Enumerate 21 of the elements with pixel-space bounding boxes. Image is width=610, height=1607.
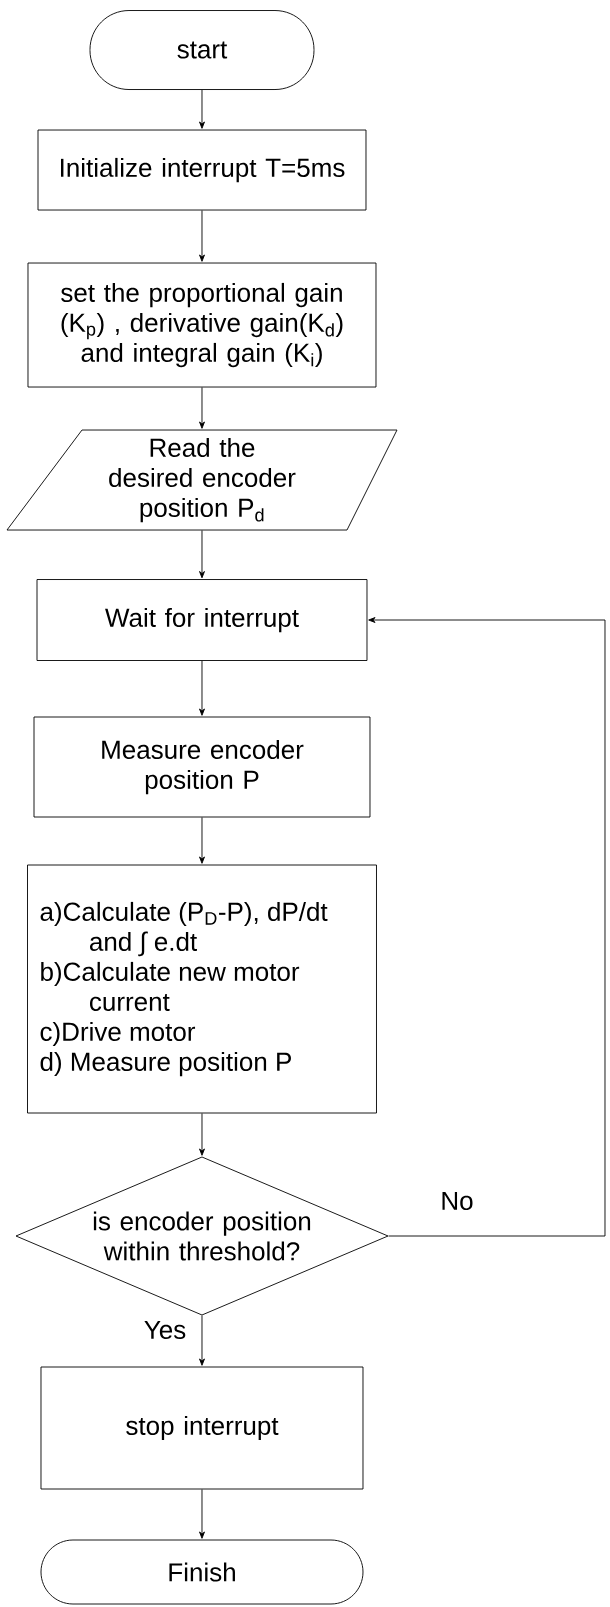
arrow	[199, 210, 205, 262]
process-box: a)Calculate (P$_{D}$-P), dP/dt and ∫ e.dt b)Calculate new motor current c)Drive motor d) Measure position P	[27, 864, 377, 1114]
process-box: Initialize interrupt T=5ms	[37, 129, 367, 211]
edge-label: No	[438, 1189, 476, 1213]
arrow	[199, 89, 205, 129]
arrow	[199, 817, 205, 864]
input-parallelogram: Read the desired encoder position P$_{d}$	[6, 429, 398, 531]
process-box: set the proportional gain (K$_{p}$) , derivative gain(K$_{d}$) and integral gain (K$_{i}$)	[27, 262, 377, 388]
arrow	[368, 617, 606, 1237]
arrow	[199, 1113, 205, 1156]
process-box: Wait for interrupt	[36, 579, 368, 661]
arrow	[199, 387, 205, 429]
end-terminal: Finish	[40, 1539, 364, 1605]
arrow	[199, 660, 205, 716]
process-box: stop interrupt	[40, 1366, 364, 1490]
arrow	[199, 530, 205, 579]
arrow	[199, 1315, 205, 1366]
start-terminal: start	[89, 10, 315, 90]
arrow	[199, 1489, 205, 1539]
edge-label: Yes	[141, 1318, 189, 1342]
process-box: Measure encoder position P	[33, 716, 371, 818]
